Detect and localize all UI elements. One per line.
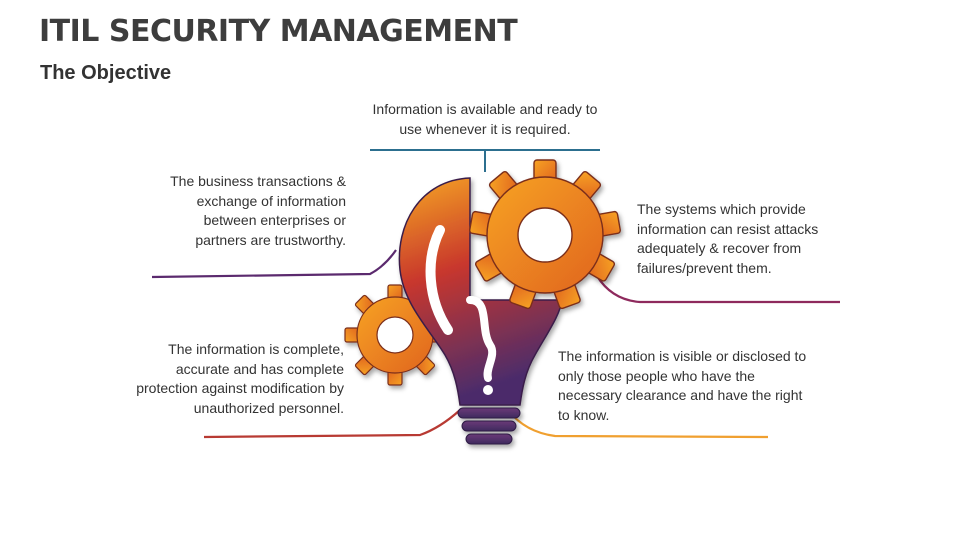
connector-integrity [203, 409, 461, 439]
objective-business: The business transactions & exchange of … [170, 173, 346, 248]
connector-resilience [596, 275, 840, 304]
lightbulb-gears-icon [344, 159, 621, 445]
objective-resilience: The systems which provide information ca… [637, 201, 819, 276]
bulb-inner-arc [425, 225, 453, 335]
bulb-base [457, 407, 521, 445]
connector-business [151, 249, 397, 279]
large-gear-icon [469, 159, 621, 310]
connector-availability [370, 149, 600, 172]
slide-title: ITIL SECURITY MANAGEMENT [39, 14, 518, 49]
filament [466, 296, 497, 382]
objective-availability: Information is available and ready to us… [372, 101, 598, 137]
slide-subtitle: The Objective [40, 62, 172, 84]
objective-integrity: The information is complete, accurate an… [136, 341, 344, 416]
objective-confidentiality: The information is visible or disclosed … [558, 348, 807, 423]
